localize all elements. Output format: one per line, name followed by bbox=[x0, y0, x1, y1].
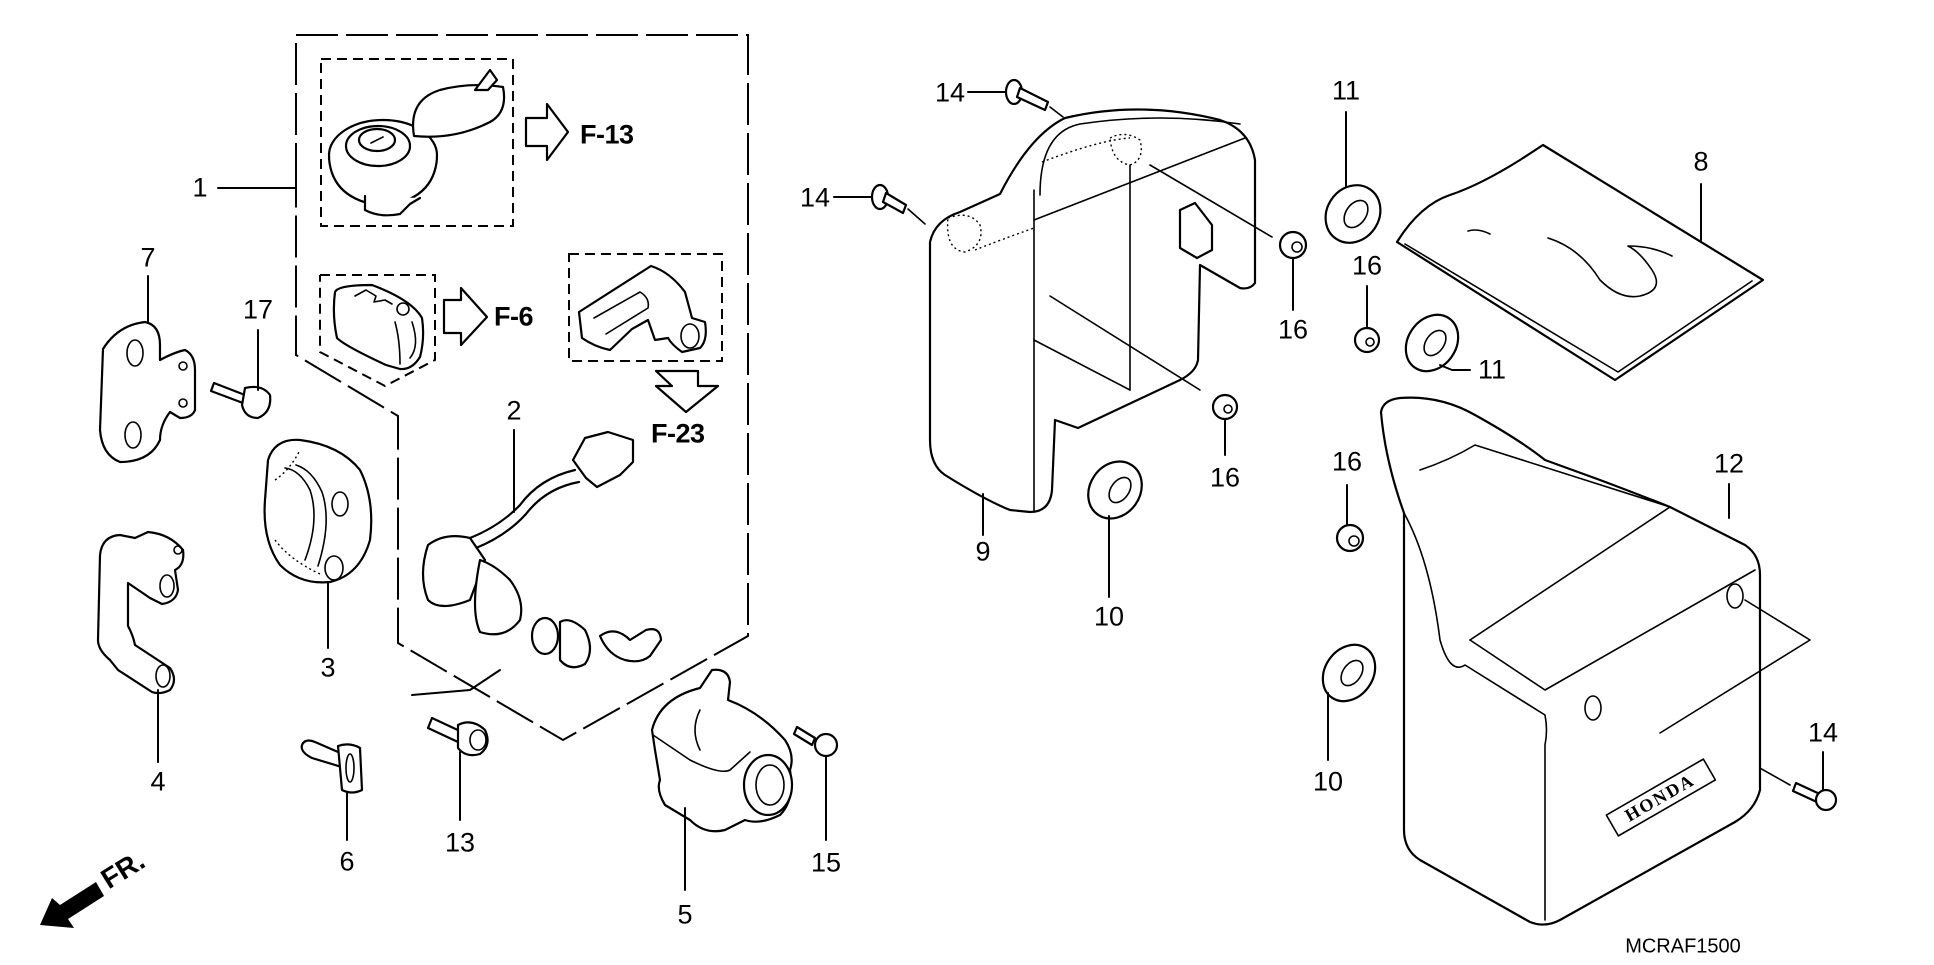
callout-8[interactable]: 8 bbox=[1693, 146, 1709, 177]
part-14b-screw bbox=[833, 183, 926, 225]
helmet-holder-group bbox=[568, 253, 723, 362]
callout-5[interactable]: 5 bbox=[677, 899, 693, 930]
part-11a-grommet bbox=[1324, 111, 1382, 244]
part-13-bolt bbox=[411, 669, 501, 821]
callout-10b[interactable]: 10 bbox=[1312, 766, 1344, 797]
callout-12[interactable]: 12 bbox=[1713, 448, 1745, 479]
part-8-air-filter bbox=[1395, 143, 1765, 382]
callout-16a[interactable]: 16 bbox=[1277, 314, 1309, 345]
callout-7[interactable]: 7 bbox=[140, 242, 156, 273]
honda-emblem bbox=[1605, 758, 1717, 837]
callout-14a[interactable]: 14 bbox=[934, 77, 966, 108]
callout-11b[interactable]: 11 bbox=[1477, 354, 1507, 385]
part-4-stay bbox=[96, 530, 185, 763]
part-14a-screw bbox=[967, 78, 1064, 118]
part-16a-nut bbox=[1278, 230, 1308, 311]
part-11b-grommet bbox=[1404, 313, 1471, 373]
callout-1[interactable]: 1 bbox=[192, 172, 208, 203]
part-10a-grommet bbox=[1087, 460, 1143, 598]
callout-13[interactable]: 13 bbox=[444, 827, 476, 858]
callout-10a[interactable]: 10 bbox=[1093, 601, 1125, 632]
callout-16b[interactable]: 16 bbox=[1209, 462, 1241, 493]
ref-f6-link[interactable]: F-6 bbox=[494, 301, 534, 332]
front-direction-arrow-icon bbox=[40, 882, 104, 928]
callout-17[interactable]: 17 bbox=[242, 294, 274, 325]
figure-code: MCRAF1500 bbox=[1625, 935, 1741, 958]
callout-3[interactable]: 3 bbox=[320, 652, 336, 683]
seat-lock-group bbox=[319, 274, 436, 388]
ref-f23-link[interactable]: F-23 bbox=[651, 418, 705, 449]
ref-arrow-f6 bbox=[442, 286, 489, 347]
callout-2[interactable]: 2 bbox=[506, 395, 522, 426]
ref-f13-link[interactable]: F-13 bbox=[580, 119, 634, 150]
callout-14b[interactable]: 14 bbox=[799, 182, 831, 213]
callout-9[interactable]: 9 bbox=[975, 536, 991, 567]
callout-16d[interactable]: 16 bbox=[1331, 446, 1363, 477]
ref-arrow-f23 bbox=[654, 369, 720, 414]
part-16c-nut bbox=[1353, 285, 1381, 354]
part-16d-nut bbox=[1335, 484, 1365, 553]
callout-6[interactable]: 6 bbox=[339, 846, 355, 877]
callout-15[interactable]: 15 bbox=[810, 847, 842, 878]
part-6-blank-key bbox=[300, 739, 364, 841]
key-set-boundary bbox=[217, 34, 749, 742]
callout-4[interactable]: 4 bbox=[150, 766, 166, 797]
part-7-plate bbox=[98, 275, 197, 464]
part-9-side-cover bbox=[928, 108, 1273, 536]
part-15-screw bbox=[792, 725, 839, 841]
ref-arrow-f13 bbox=[524, 102, 570, 162]
part-3-key-cover bbox=[263, 438, 373, 649]
callout-11a[interactable]: 11 bbox=[1331, 75, 1361, 106]
part-10b-grommet bbox=[1321, 643, 1377, 761]
part-16b-nut bbox=[1211, 393, 1239, 456]
fuel-cap-group bbox=[320, 58, 514, 227]
callout-14c[interactable]: 14 bbox=[1807, 717, 1839, 748]
part-5-cylinder-cover bbox=[650, 668, 794, 891]
part-17-bolt bbox=[209, 329, 272, 420]
part-12-side-cover bbox=[1379, 396, 1811, 926]
callout-16c[interactable]: 16 bbox=[1351, 250, 1383, 281]
part-2-switch bbox=[421, 429, 663, 669]
